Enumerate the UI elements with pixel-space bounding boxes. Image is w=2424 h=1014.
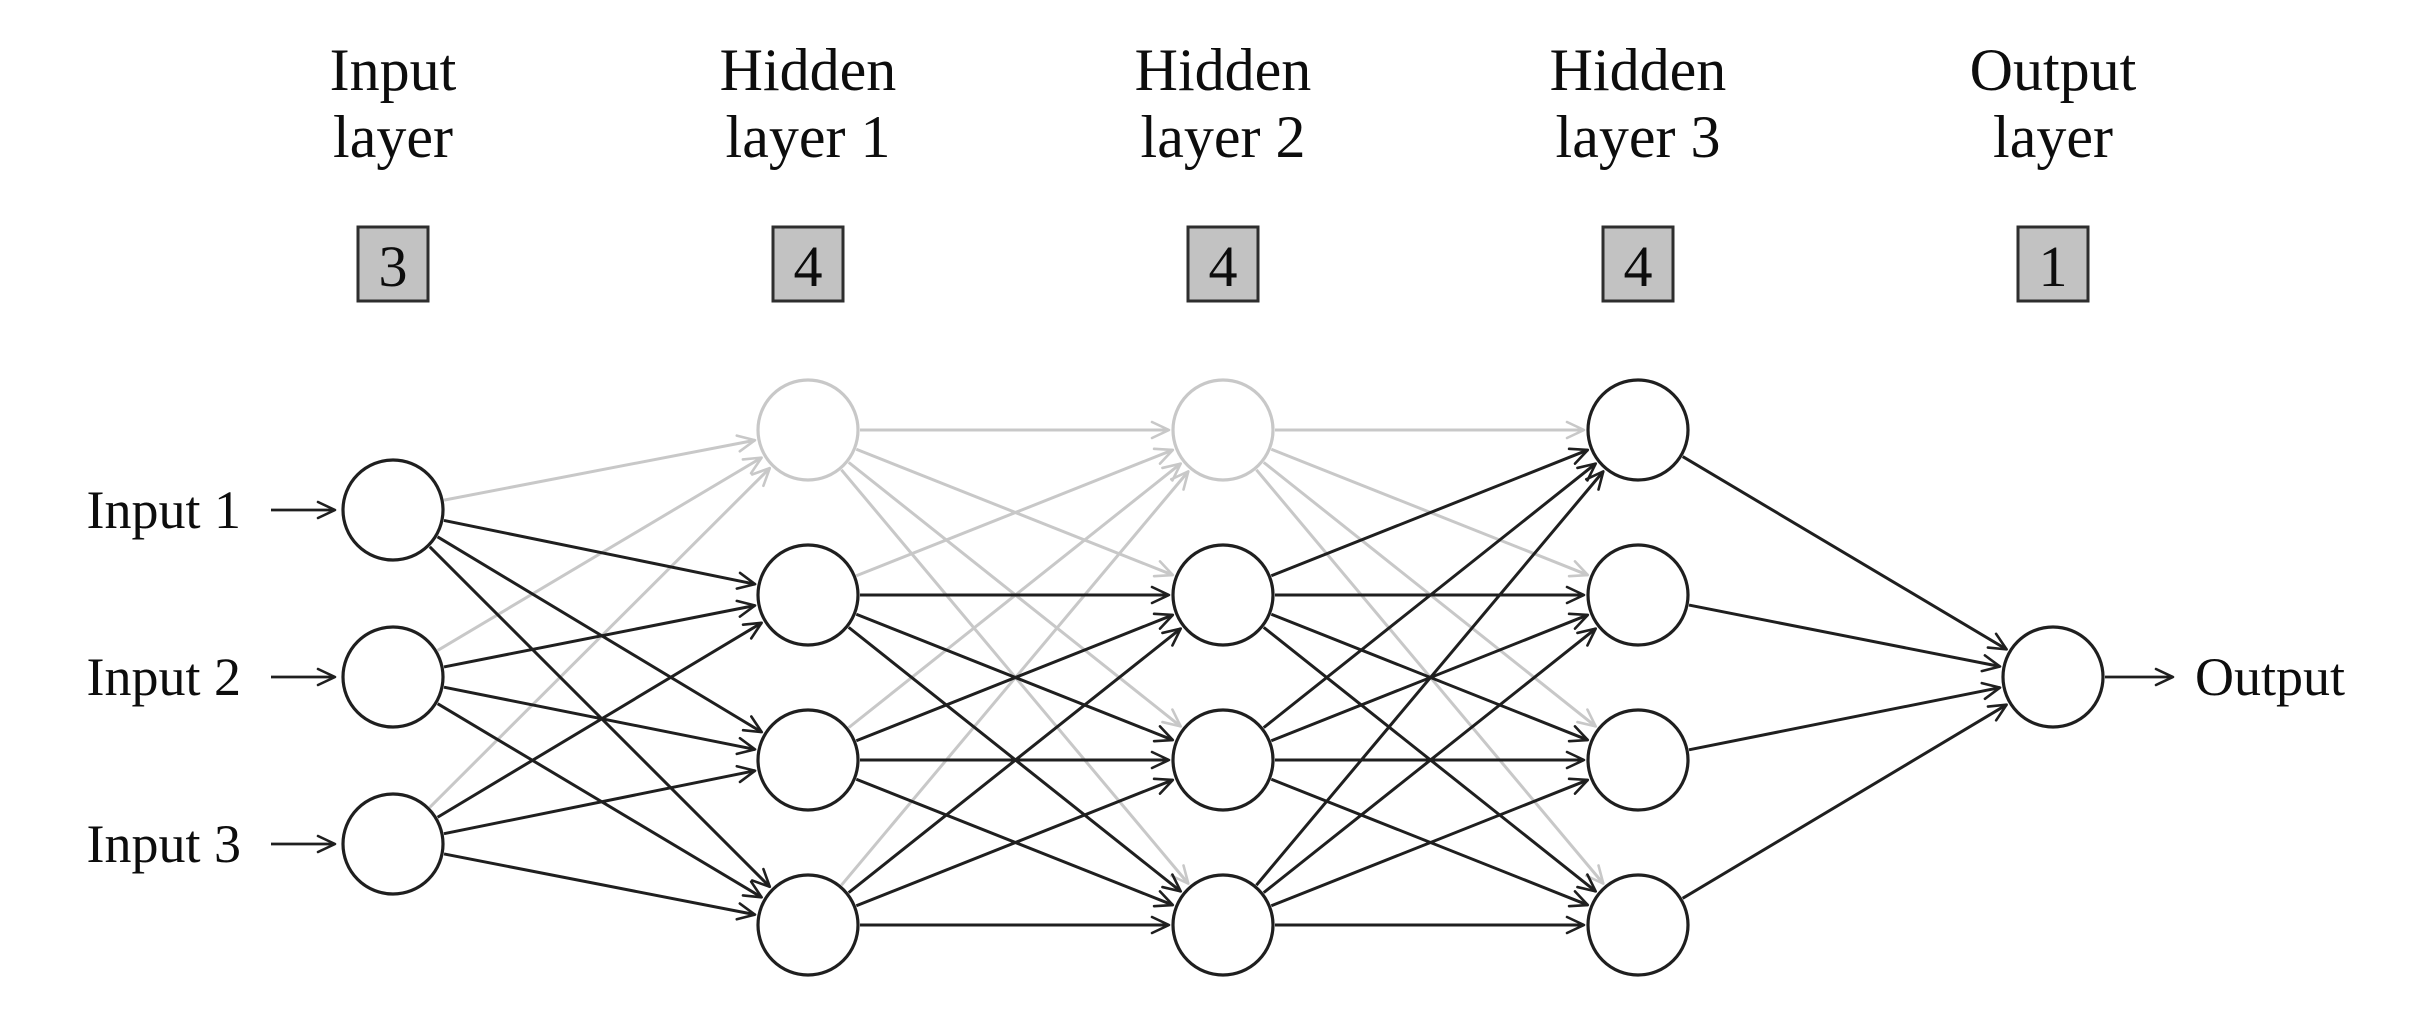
edge-hidden2-3-to-hidden3-2 [1270, 777, 1590, 908]
edge-input-0-to-hidden1-3 [428, 545, 772, 889]
edge-hidden3-1-to-output-0 [1688, 603, 2002, 673]
node-hidden2-1-dropped [1171, 378, 1275, 482]
node-hidden2-4 [1171, 873, 1275, 977]
nodes [341, 378, 2105, 977]
layer-count-box-hidden3 [1601, 225, 1675, 303]
edge-input-0-to-hidden1-2 [436, 535, 764, 734]
edge-hidden1-2-to-hidden2-1 [855, 612, 1175, 743]
edge-hidden1-1-to-hidden2-0 [855, 447, 1175, 578]
input-label-2: Input 2 [87, 647, 242, 707]
edge-input-0-to-hidden1-1 [443, 518, 757, 590]
node-hidden1-2 [756, 543, 860, 647]
edge-hidden2-3-to-hidden3-0 [1255, 470, 1605, 887]
layer-count-box-hidden1 [771, 225, 845, 303]
edge-input-1-to-hidden1-1 [443, 599, 757, 669]
layer-count-box-output [2016, 225, 2090, 303]
edge-hidden2-2-to-hidden3-0 [1262, 462, 1598, 729]
edge-hidden3-0-to-output-0 [1681, 455, 2008, 651]
edge-hidden2-1-to-hidden3-0 [1270, 447, 1590, 578]
node-hidden3-1 [1586, 378, 1690, 482]
layer-count-box-hidden2 [1186, 225, 1260, 303]
layer-count-hidden3: 4 [1624, 234, 1653, 299]
edge-input-1-to-hidden1-3 [436, 702, 763, 899]
node-output-1 [2001, 625, 2105, 729]
node-hidden1-1-dropped [756, 378, 860, 482]
active-edges [428, 447, 2008, 935]
node-hidden2-3 [1171, 708, 1275, 812]
edge-input-2-to-hidden1-2 [443, 764, 757, 836]
node-hidden3-4 [1586, 873, 1690, 977]
edge-hidden3-3-to-output-0 [1681, 703, 2008, 900]
edge-hidden1-3-to-hidden2-1 [847, 627, 1183, 894]
layer-count-hidden2: 4 [1209, 234, 1238, 299]
edge-hidden1-3-to-hidden2-2 [855, 777, 1175, 908]
io-arrows [271, 500, 2175, 854]
node-input-3 [341, 792, 445, 896]
layer-count-hidden1: 4 [794, 234, 823, 299]
node-input-2 [341, 625, 445, 729]
edge-hidden2-3-to-hidden3-1 [1262, 627, 1598, 894]
io-labels: Input 1 Input 2 Input 3 Output [87, 480, 2346, 874]
edge-input-1-to-hidden1-0 [436, 456, 763, 652]
edge-input-2-to-hidden1-0 [428, 466, 772, 809]
node-hidden1-3 [756, 708, 860, 812]
input-label-3: Input 3 [87, 814, 242, 874]
node-hidden3-2 [1586, 543, 1690, 647]
layer-count-box-input [356, 225, 430, 303]
edge-input-2-to-hidden1-1 [436, 621, 763, 819]
node-hidden1-4 [756, 873, 860, 977]
layer-count-output: 1 [2039, 234, 2068, 299]
dropped-edges [428, 420, 1605, 887]
edge-hidden3-2-to-output-0 [1688, 681, 2002, 752]
layer-count-input: 3 [379, 234, 408, 299]
node-hidden3-3 [1586, 708, 1690, 812]
edge-input-1-to-hidden1-2 [443, 685, 757, 756]
node-input-1 [341, 458, 445, 562]
output-label: Output [2195, 647, 2345, 707]
node-hidden2-2 [1171, 543, 1275, 647]
input-label-1: Input 1 [87, 480, 242, 540]
edge-input-0-to-hidden1-0 [443, 434, 757, 502]
edge-input-2-to-hidden1-3 [443, 852, 757, 921]
